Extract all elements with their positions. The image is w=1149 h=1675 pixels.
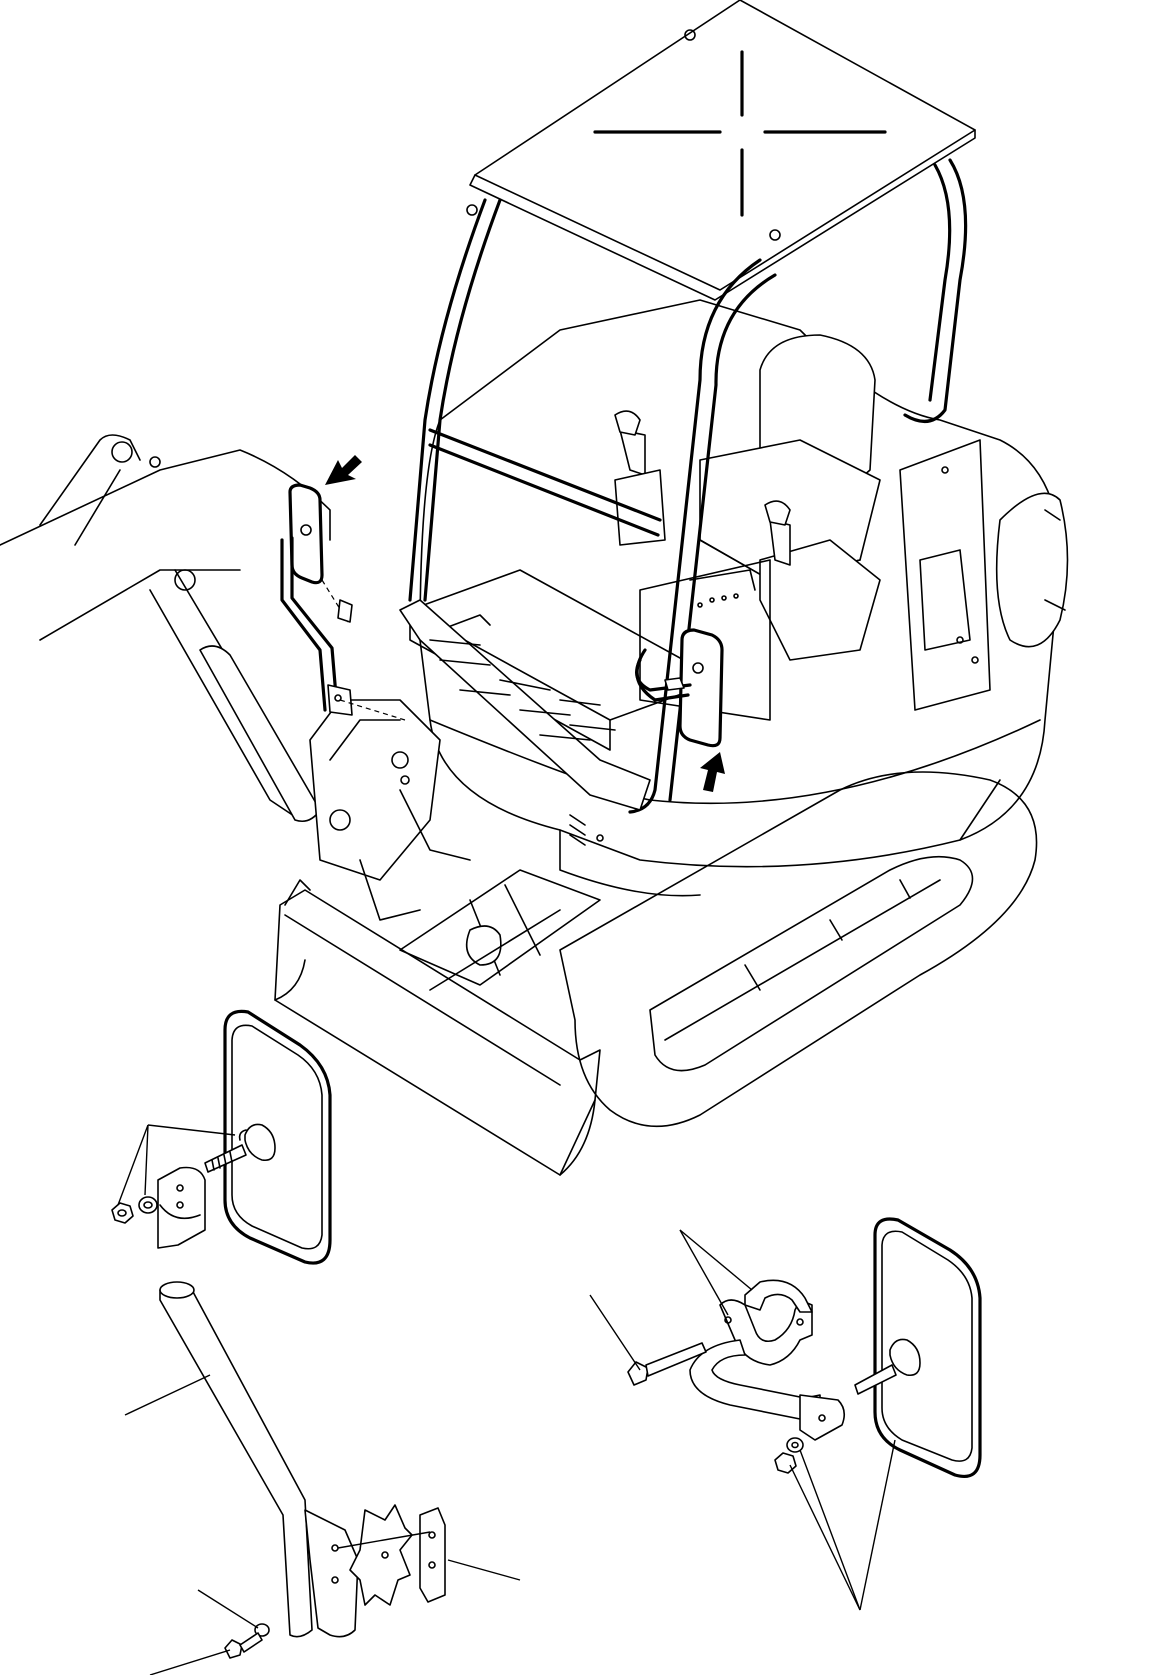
center-frame [399,869,601,991]
right-mirror-installed [635,628,724,748]
stud-bolt [204,1144,247,1173]
left-mirror [223,1009,332,1265]
plate [157,1166,206,1249]
washer [138,1196,158,1214]
stud-bolt-right [854,1364,897,1395]
right-mirror [873,1217,982,1478]
detail-right-mirror [589,1217,982,1611]
arrow-right-mirror [700,752,725,792]
detail-stay [124,1281,521,1675]
bolt-small [224,1632,263,1659]
operator-seat [614,334,881,721]
left-mirror-installed [280,483,406,721]
mirror-clamp [689,1279,846,1441]
boom [0,434,471,921]
mirror-stay [159,1281,359,1638]
crawler-track [559,771,1038,1128]
plate-right [419,1507,446,1603]
upper-structure [409,299,1069,897]
shim [349,1504,413,1606]
nut [111,1202,134,1224]
bolt [627,1342,707,1386]
canopy [399,0,976,814]
detail-left-mirror [111,1009,332,1265]
arrow-left-mirror [325,455,362,485]
washer-right [786,1437,804,1453]
machine-assembly [0,0,1069,1176]
dozer-blade [274,879,601,1176]
